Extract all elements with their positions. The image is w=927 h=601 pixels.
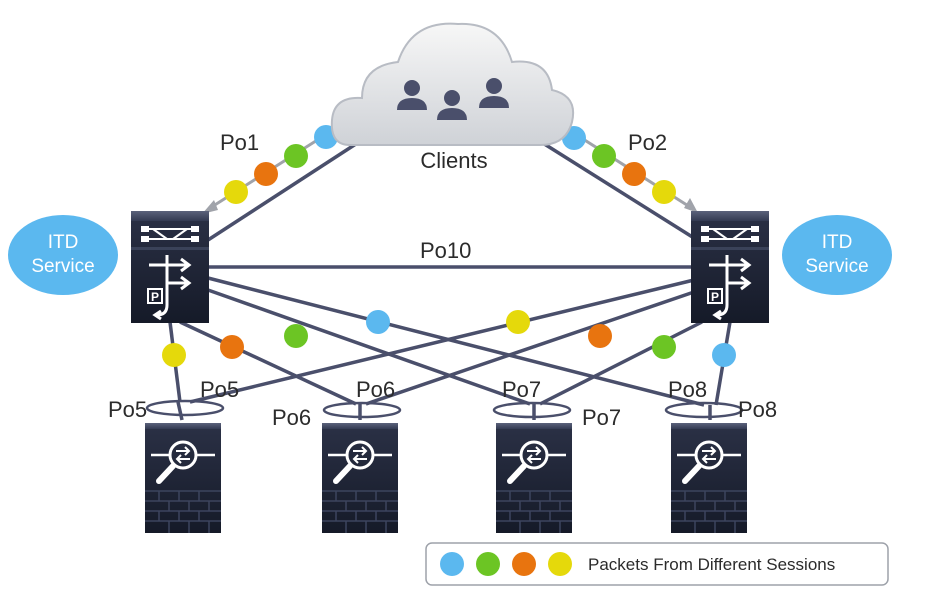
- cloud-icon: [330, 22, 574, 146]
- firewall-icon-4: [671, 423, 747, 533]
- links: [168, 138, 732, 421]
- firewall-icon-2: [322, 423, 398, 533]
- link-left-po7: [207, 288, 531, 406]
- port-channel-bundles: [145, 399, 744, 419]
- label-po1: Po1: [220, 130, 259, 155]
- switch-icon-left: [129, 209, 211, 325]
- session-packets: [162, 310, 736, 367]
- label-po7-bottom: Po7: [582, 405, 621, 430]
- itd-left-line2: Service: [31, 256, 94, 277]
- label-po6-bottom: Po6: [272, 405, 311, 430]
- po1-flow: [202, 125, 338, 214]
- itd-right-line1: ITD: [822, 232, 853, 253]
- label-po8-bottom: Po8: [738, 397, 777, 422]
- label-po5-top: Po5: [200, 377, 239, 402]
- itd-service-left: ITD Service: [8, 215, 118, 295]
- label-po5-bottom: Po5: [108, 397, 147, 422]
- switch-icon-right: [689, 209, 771, 325]
- clients-label: Clients: [420, 148, 487, 173]
- label-po6-top: Po6: [356, 377, 395, 402]
- link-right-po7: [539, 320, 703, 406]
- link-po1: [207, 138, 363, 242]
- firewall-icon-1: [145, 423, 221, 533]
- itd-left-line1: ITD: [48, 232, 79, 253]
- label-po10: Po10: [420, 238, 471, 263]
- label-po2: Po2: [628, 130, 667, 155]
- link-left-po6: [179, 320, 357, 406]
- legend-text: Packets From Different Sessions: [588, 555, 835, 574]
- firewall-icon-3: [496, 423, 572, 533]
- label-po8-top: Po8: [668, 377, 707, 402]
- link-right-po6: [365, 290, 695, 406]
- label-po7-top: Po7: [502, 377, 541, 402]
- link-left-po8: [207, 276, 705, 407]
- link-right-po5: [189, 278, 695, 404]
- itd-service-right: ITD Service: [782, 215, 892, 295]
- itd-right-line2: Service: [805, 256, 868, 277]
- po2-flow: [562, 126, 698, 213]
- legend: Packets From Different Sessions: [425, 542, 889, 586]
- link-po2: [537, 138, 695, 240]
